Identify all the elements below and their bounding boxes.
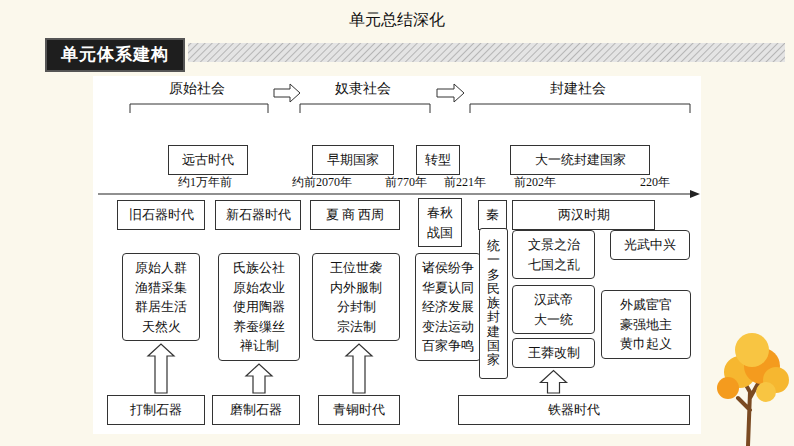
header-bar xyxy=(188,43,785,62)
period-box: 秦 xyxy=(478,200,507,230)
feature-box: 诸侯纷争 华夏认同 经济发展 变法运动 百家争鸣 xyxy=(415,253,481,361)
feature-box: 光武中兴 xyxy=(610,230,690,260)
node-text: 原始人群 渔猎采集 群居生活 天然火 xyxy=(134,258,188,336)
period-box: 夏 商 西周 xyxy=(310,200,400,230)
hollow-arrow xyxy=(346,344,372,393)
feature-box: 王位世袭 内外服制 分封制 宗法制 xyxy=(312,253,400,341)
stage-box: 早期国家 xyxy=(312,145,394,175)
node-text: 氏族公社 原始农业 使用陶器 养蚕缫丝 禅让制 xyxy=(232,258,286,356)
hollow-arrow xyxy=(148,344,174,393)
node-text: 两汉时期 xyxy=(558,205,610,225)
tool-box: 打制石器 xyxy=(107,395,205,425)
node-text: 夏 商 西周 xyxy=(326,205,385,225)
node-text: 文景之治 七国之乱 xyxy=(527,235,581,274)
node-text: 大一统封建国家 xyxy=(535,150,626,170)
period-box: 春秋 战国 xyxy=(418,198,462,247)
tool-box: 磨制石器 xyxy=(212,395,300,425)
node-text: 铁器时代 xyxy=(548,400,600,420)
section-header: 单元体系建构 xyxy=(45,38,185,72)
feature-box: 氏族公社 原始农业 使用陶器 养蚕缫丝 禅让制 xyxy=(218,253,300,361)
node-text: 青铜时代 xyxy=(333,400,385,420)
node-text: 新石器时代 xyxy=(226,205,291,225)
node-text: 王位世袭 内外服制 分封制 宗法制 xyxy=(329,258,383,336)
timeline-head xyxy=(690,190,700,198)
feature-box: 王莽改制 xyxy=(512,338,595,368)
node-text: 外戚宦官 豪强地主 黄巾起义 xyxy=(619,295,673,354)
era-label: 封建社会 xyxy=(550,81,606,98)
hollow-arrow xyxy=(246,364,272,393)
node-text: 磨制石器 xyxy=(230,400,282,420)
node-text: 打制石器 xyxy=(130,400,182,420)
node-text: 转型 xyxy=(425,150,451,170)
period-box: 旧石器时代 xyxy=(117,200,205,230)
stage-box: 远古时代 xyxy=(168,145,248,175)
feature-box: 汉武帝 大一统 xyxy=(512,285,595,334)
page-title: 单元总结深化 xyxy=(349,10,445,29)
node-text: 诸侯纷争 华夏认同 经济发展 变法运动 百家争鸣 xyxy=(421,258,475,356)
hollow-arrow xyxy=(541,371,567,394)
node-text: 统一多民族封建国家 xyxy=(487,239,500,368)
feature-box: 原始人群 渔猎采集 群居生活 天然火 xyxy=(122,253,200,341)
timeline xyxy=(98,193,694,194)
date-label: 前770年 xyxy=(385,175,427,189)
node-text: 单元体系建构 xyxy=(61,42,169,68)
date-label: 约1万年前 xyxy=(178,175,232,189)
period-box: 两汉时期 xyxy=(512,200,655,230)
stage-box: 大一统封建国家 xyxy=(510,145,650,175)
tree-decoration xyxy=(717,333,789,446)
vertical-box: 统一多民族封建国家 xyxy=(479,228,508,379)
era-label: 奴隶社会 xyxy=(335,81,391,98)
date-label: 约前2070年 xyxy=(292,175,352,189)
node-text: 秦 xyxy=(486,205,499,225)
node-text: 春秋 战国 xyxy=(426,203,454,242)
date-label: 220年 xyxy=(640,175,670,189)
node-text: 旧石器时代 xyxy=(129,205,194,225)
date-label: 前221年 xyxy=(444,175,486,189)
node-text: 汉武帝 大一统 xyxy=(533,290,574,329)
node-text: 光武中兴 xyxy=(624,235,676,255)
feature-box: 文景之治 七国之乱 xyxy=(512,230,595,279)
era-bracket xyxy=(130,104,690,113)
tool-box: 青铜时代 xyxy=(318,395,400,425)
node-text: 早期国家 xyxy=(327,150,379,170)
era-label: 原始社会 xyxy=(169,81,225,98)
node-text: 王莽改制 xyxy=(528,343,580,363)
stage-box: 转型 xyxy=(416,145,460,175)
panel xyxy=(93,76,701,434)
tool-box: 铁器时代 xyxy=(458,395,690,425)
date-label: 前202年 xyxy=(514,175,556,189)
node-text: 远古时代 xyxy=(182,150,234,170)
feature-box: 外戚宦官 豪强地主 黄巾起义 xyxy=(601,290,691,359)
period-box: 新石器时代 xyxy=(215,200,301,230)
